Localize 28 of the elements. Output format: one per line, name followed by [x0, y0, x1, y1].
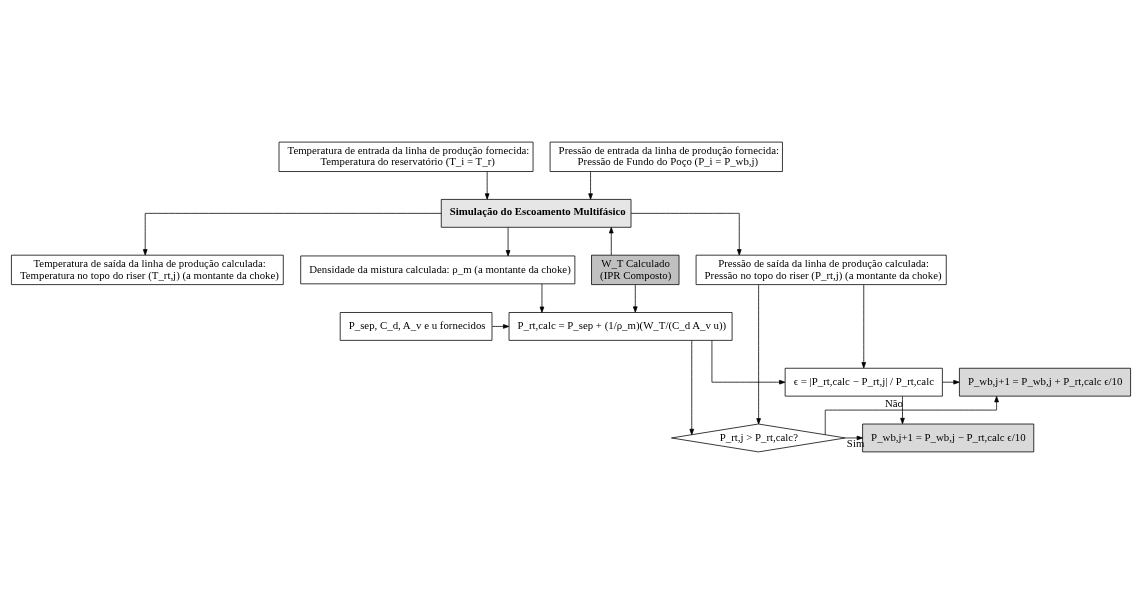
arrow [942, 379, 960, 384]
node-box: P_sep, C_d, A_v e u fornecidos [339, 311, 493, 341]
arrow [505, 226, 511, 256]
node-box: Pressão de saída da linha de produção calculada: Pressão no topo do riser (P_rt,j) (a montante da choke) [695, 254, 947, 285]
node-box: Densidade da mistura calculada: ρ_m (a montante da choke) [300, 255, 576, 284]
node-box: Simulação do Escoamento Multifásico [440, 198, 632, 228]
arrow [824, 395, 999, 435]
node-diamond: P_rt,j > P_rt,calc? [671, 423, 846, 452]
arrow [539, 282, 545, 313]
node-box: Temperatura de entrada da linha de produção fornecida: Temperatura do reservatório (T_i = T_r) [278, 141, 534, 172]
arrow [142, 212, 442, 255]
arrow [484, 170, 490, 200]
node-box: ϵ = |P_rt,calc − P_rt,j| / P_rt,calc [784, 367, 943, 397]
node-box: P_wb,j+1 = P_wb,j + P_rt,calc ϵ/10 [959, 367, 1131, 397]
node-box: P_rt,calc = P_sep + (1/ρ_m)(W_T/(C_d A_v u)) [508, 311, 733, 341]
arrow [756, 283, 761, 424]
arrow [633, 283, 638, 313]
arrow [900, 395, 905, 424]
arrow [689, 339, 695, 435]
node-box: Temperatura de saída da linha de produção calculada: Temperatura no topo do riser (T_rt,j) (a montante da choke) [11, 254, 284, 285]
node-box: W_T Calculado (IPR Composto) [591, 254, 680, 285]
arrow [609, 226, 614, 255]
arrow [711, 339, 786, 384]
arrow [630, 212, 742, 255]
arrow [861, 283, 867, 368]
arrow [588, 170, 593, 200]
arrow [491, 323, 510, 329]
node-box: Pressão de entrada da linha de produção fornecida: Pressão de Fundo do Poço (P_i = P_wb,j) [549, 141, 783, 172]
